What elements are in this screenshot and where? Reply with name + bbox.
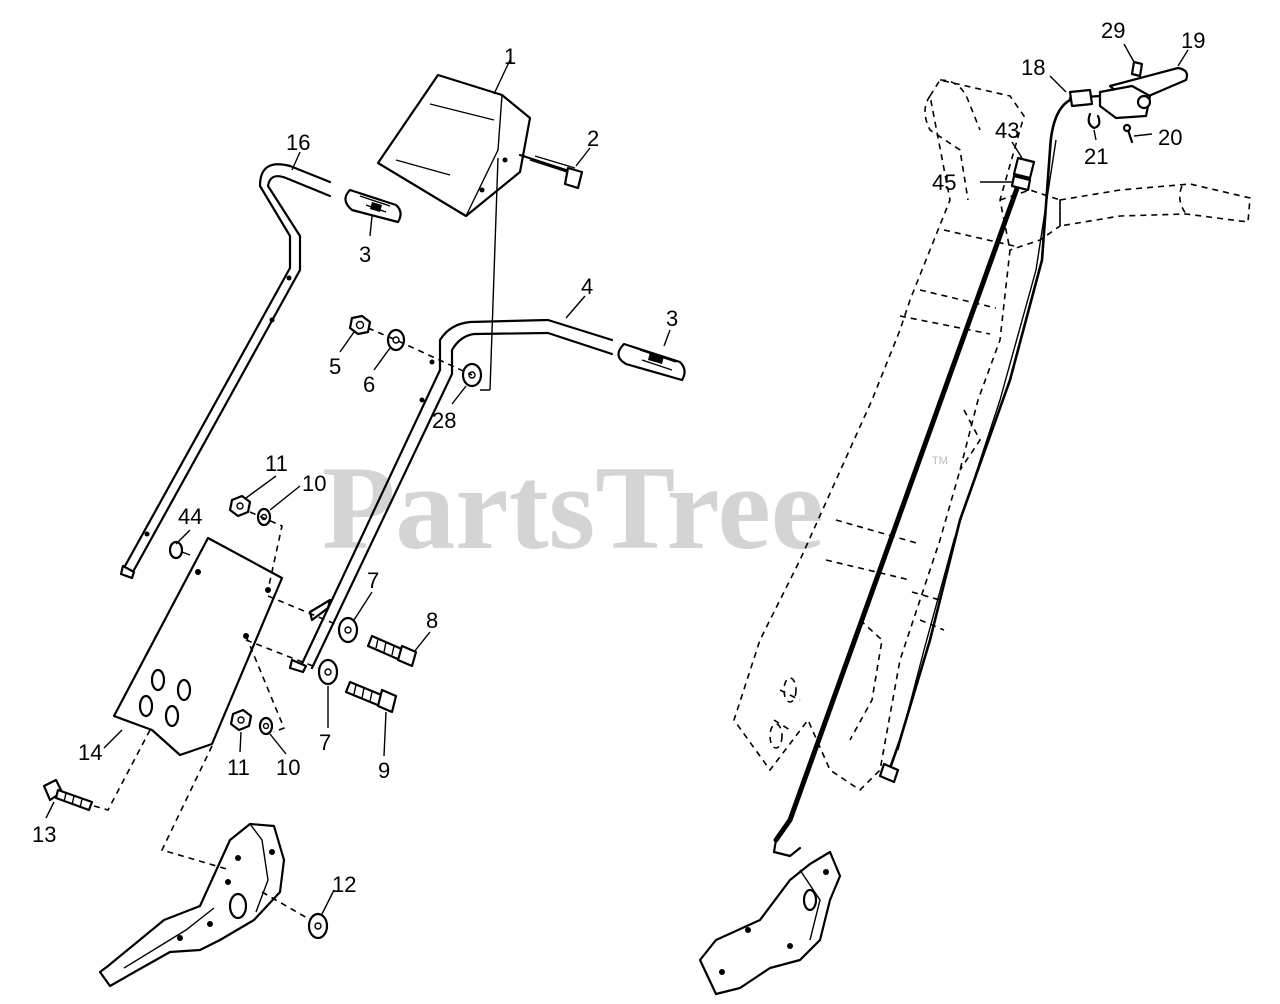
part-10-washer-upper [256, 507, 272, 527]
callout-45: 45 [932, 170, 956, 195]
callout-11-lower: 11 [227, 755, 250, 780]
leader-8 [413, 631, 431, 653]
part-12-nut [307, 912, 329, 940]
leader-10b [269, 733, 287, 755]
callout-10-lower: 10 [276, 755, 300, 780]
leader-28 [451, 385, 467, 405]
part-10-washer-lower [258, 716, 274, 736]
callout-28: 28 [432, 408, 456, 433]
leader-16 [291, 151, 301, 171]
leader-11a [245, 475, 277, 499]
watermark: PartsTree [322, 441, 824, 574]
callout-7-upper: 7 [367, 568, 379, 593]
callout-13: 13 [32, 822, 56, 847]
part-9-bolt [344, 680, 398, 714]
callout-2: 2 [587, 126, 599, 151]
leader-9 [383, 711, 387, 757]
leader-7a [353, 591, 373, 621]
part-4-right-handle [288, 318, 614, 674]
part-19-control-lever [1068, 66, 1189, 120]
leader-lower-nut [245, 635, 286, 733]
callout-3-right: 3 [666, 306, 678, 331]
leader-part-7-lower [245, 639, 319, 669]
callout-11-upper: 11 [265, 451, 288, 476]
part-13-bolt [42, 778, 94, 812]
part-14-plate [112, 536, 284, 757]
leader-upper-nut [249, 511, 283, 591]
callout-8: 8 [426, 608, 438, 633]
leader-14 [103, 729, 123, 749]
leader-hardware-upper [367, 327, 473, 376]
part-6-washer [386, 328, 406, 352]
callout-43: 43 [995, 118, 1019, 143]
callout-18: 18 [1021, 55, 1045, 80]
part-5-nut [348, 314, 372, 336]
callout-5: 5 [329, 354, 341, 379]
callout-16: 16 [286, 130, 310, 155]
part-2-bolt [518, 153, 584, 190]
part-11-nut-lower [229, 708, 253, 732]
leader-bracket [160, 745, 231, 871]
part-7-washer-lower [317, 658, 339, 686]
part-16-left-handle [119, 163, 332, 580]
leader-43 [1011, 141, 1023, 159]
callout-12: 12 [332, 872, 356, 897]
callout-19: 19 [1181, 28, 1205, 53]
leader-18 [1049, 75, 1067, 93]
leader-29 [1123, 43, 1135, 63]
leader-10a [269, 485, 301, 511]
part-43-cable-fitting [1010, 156, 1036, 192]
callout-21: 21 [1084, 144, 1108, 169]
part-3-grip-upper [344, 188, 402, 224]
leader-11b [239, 731, 242, 753]
leader-3a [369, 215, 373, 237]
leader-20 [1133, 133, 1153, 137]
leader-3b [663, 329, 671, 347]
part-11-nut-upper [228, 494, 252, 518]
bottom-bracket [98, 822, 286, 988]
control-cable [772, 98, 1072, 858]
part-44-spring-washer [168, 540, 191, 560]
callout-44: 44 [178, 504, 202, 529]
part-1-cover [376, 73, 532, 218]
leader-4 [565, 295, 586, 319]
part-3-grip-right [617, 342, 686, 382]
leader-1 [493, 59, 511, 95]
part-8-bolt [366, 634, 418, 668]
leader-5 [339, 331, 355, 353]
part-21-clip [1087, 112, 1101, 130]
callout-6: 6 [363, 372, 375, 397]
leader-6 [373, 347, 391, 371]
callout-29: 29 [1101, 18, 1125, 43]
leader-part-13 [93, 729, 151, 811]
lower-cable-bracket [698, 850, 842, 996]
watermark-trademark: TM [932, 455, 948, 467]
leader-2 [575, 147, 591, 167]
leader-cover-bolt [480, 157, 499, 391]
leader-44 [175, 529, 191, 545]
leader-19 [1177, 49, 1189, 67]
part-20-pin [1122, 123, 1134, 144]
leader-part-7-upper [267, 595, 341, 627]
callout-3-upper: 3 [359, 242, 371, 267]
callout-4: 4 [581, 274, 593, 299]
callout-7-lower: 7 [319, 730, 331, 755]
leader-12 [321, 889, 335, 915]
part-7-washer-upper [337, 616, 359, 644]
callout-10-upper: 10 [302, 471, 326, 496]
part-29-screw [1130, 60, 1144, 78]
leader-21 [1093, 129, 1097, 141]
callout-20: 20 [1158, 125, 1182, 150]
leader-13 [45, 801, 55, 819]
callout-14: 14 [78, 740, 102, 765]
callout-9: 9 [378, 758, 390, 783]
ghost-handle-assembly [733, 79, 1251, 792]
callout-1: 1 [504, 44, 516, 69]
